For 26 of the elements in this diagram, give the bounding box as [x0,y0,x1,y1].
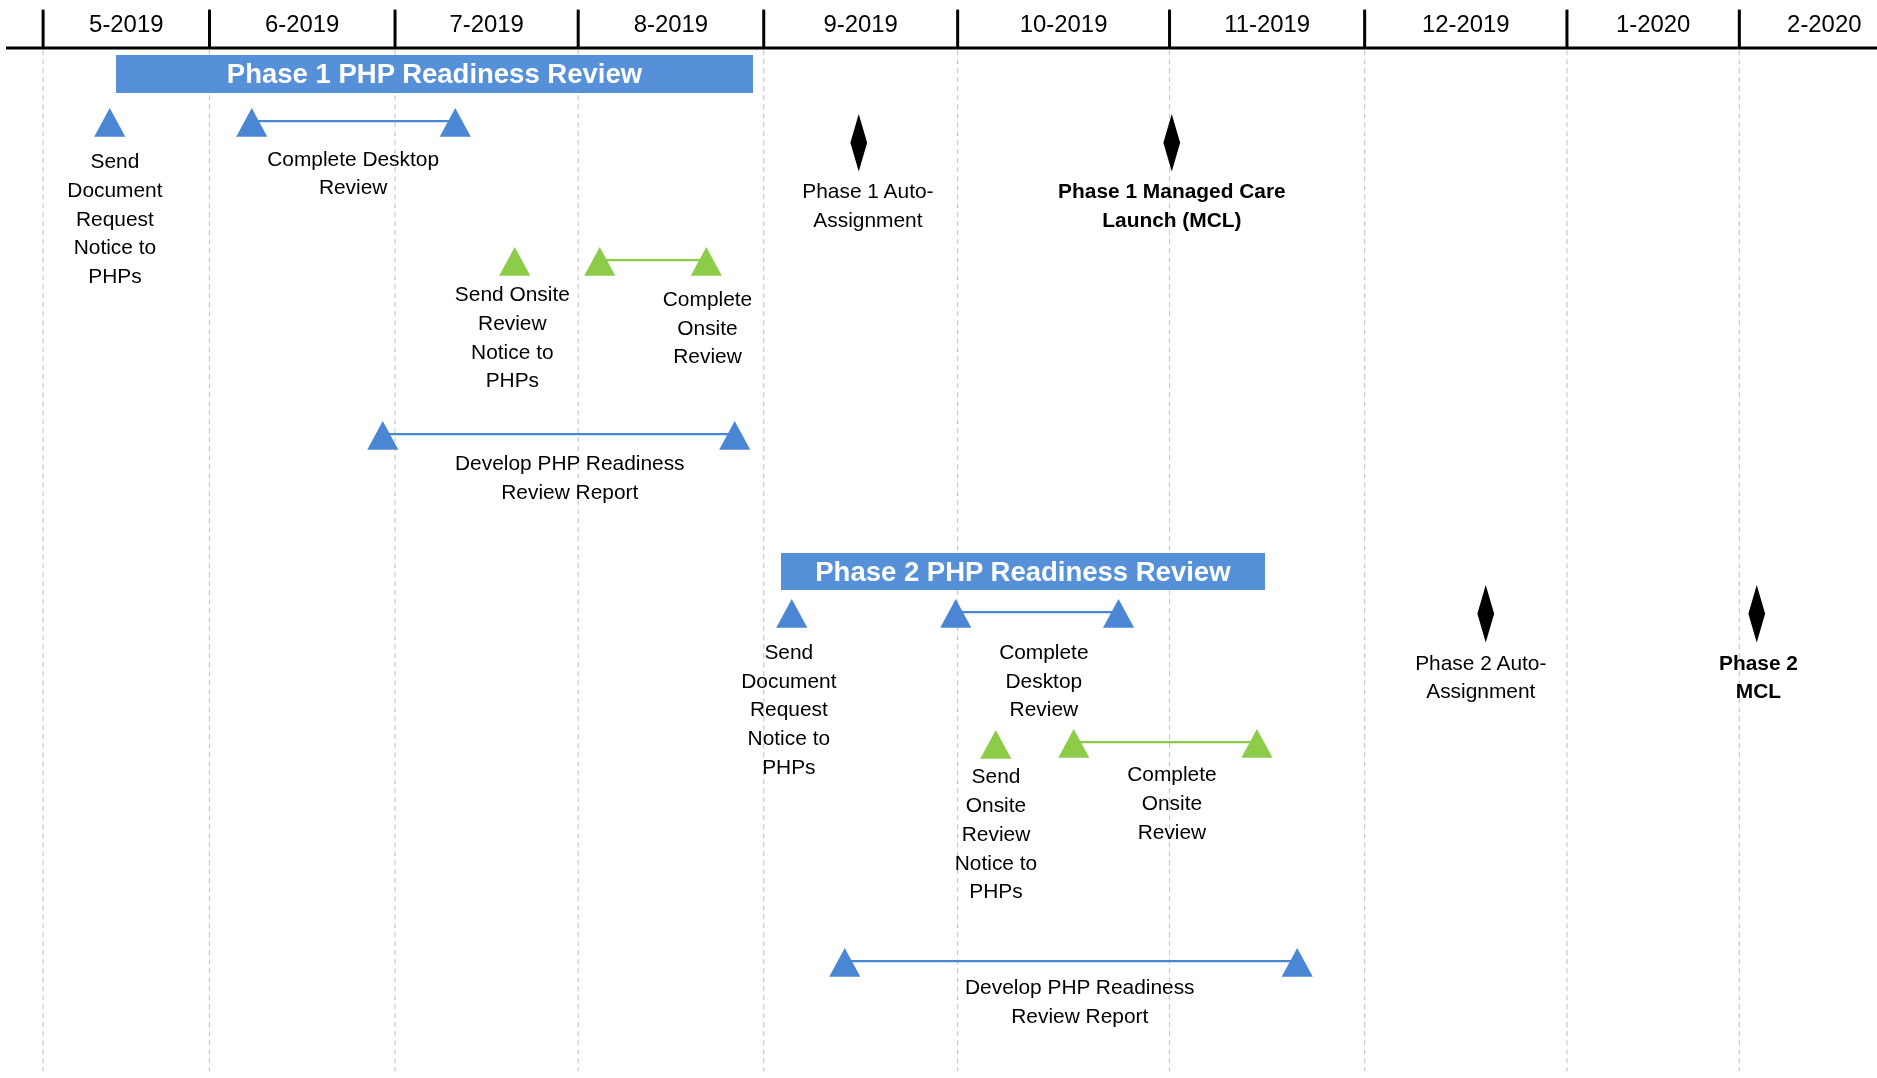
month-label: 12-2019 [1420,9,1511,40]
phase-banner: Phase 1 PHP Readiness Review [116,55,753,94]
task-label: Phase 2 Auto-Assignment [1414,649,1548,705]
task-label: Send Document Request Notice to PHPs [740,639,838,780]
month-label: 5-2019 [88,9,165,40]
task-label: Complete Desktop Review [266,145,441,201]
month-label: 6-2019 [264,9,341,40]
task-label: Phase 1 Managed Care Launch (MCL) [1057,178,1287,233]
month-label: 7-2019 [448,9,525,40]
month-label: 8-2019 [632,9,710,40]
task-label: Phase 1 Auto-Assignment [801,178,935,233]
phase-banner: Phase 2 PHP Readiness Review [780,553,1266,591]
month-label: 2-2020 [1786,9,1863,40]
task-label: Complete Onsite Review [661,285,754,370]
month-label: 9-2019 [822,9,899,40]
task-label: Develop PHP Readiness Review Report [964,974,1196,1029]
task-label: Send Document Request Notice to PHPs [66,148,164,289]
task-label: Send Onsite Review Notice to PHPs [953,763,1039,905]
month-label: 11-2019 [1223,9,1312,40]
month-label: 10-2019 [1018,9,1109,40]
task-label: Send Onsite Review Notice to PHPs [453,281,571,394]
task-label: Develop PHP Readiness Review Report [454,449,686,505]
task-label: Complete Desktop Review [998,639,1090,723]
task-label: Phase 2 MCL [1718,649,1799,705]
month-label: 1-2020 [1614,9,1692,40]
task-label: Complete Onsite Review [1126,761,1218,845]
